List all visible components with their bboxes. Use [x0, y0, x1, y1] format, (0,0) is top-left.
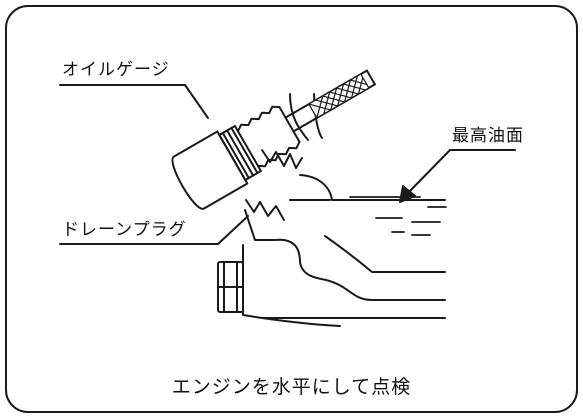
oil-gauge-leader — [59, 84, 209, 119]
upper-casing — [289, 93, 446, 201]
oil-gauge-cap — [171, 69, 376, 210]
oil-gauge-label: オイルゲージ — [62, 60, 170, 80]
drain-plug-leader — [59, 215, 249, 245]
drain-plug-label: ドレーンプラグ — [62, 220, 187, 240]
drain-plug — [217, 261, 244, 313]
frame-border — [5, 5, 578, 413]
gauge-boss — [245, 149, 303, 221]
max-oil-level-label: 最高油面 — [452, 126, 524, 146]
max-oil-level-arrow — [399, 149, 516, 203]
caption: エンジンを水平にして点検 — [171, 376, 412, 398]
oil-surface — [349, 196, 447, 236]
lower-casing — [242, 209, 446, 327]
dipstick-gauge-band — [308, 73, 370, 119]
